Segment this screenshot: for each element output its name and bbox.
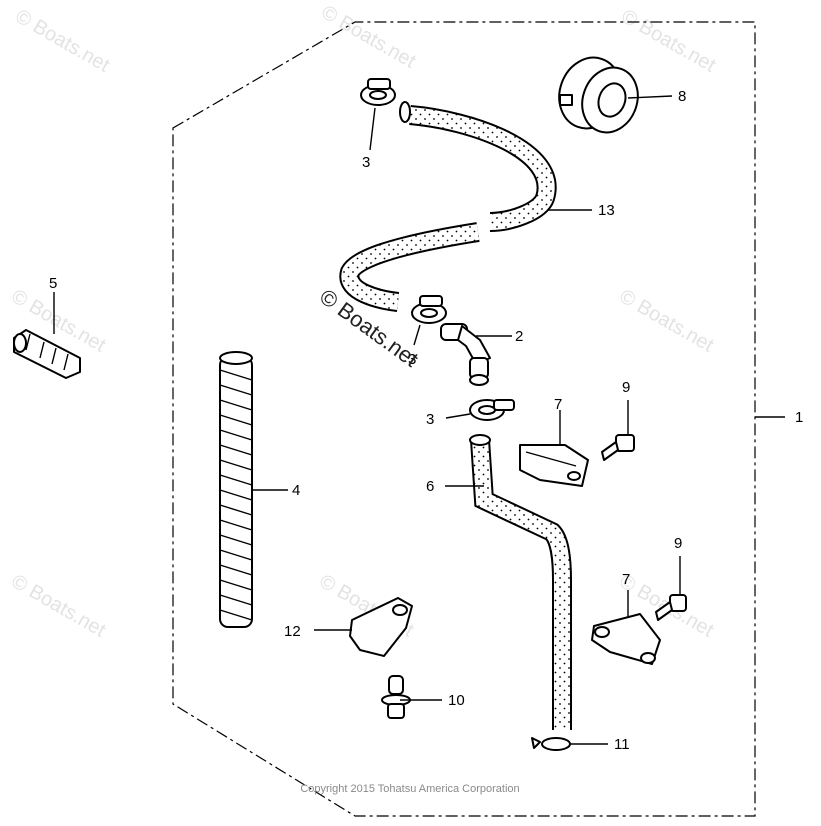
callout-4: 4 xyxy=(292,482,300,499)
callout-8: 8 xyxy=(678,88,686,105)
clamp-3-lower xyxy=(469,399,515,421)
hose-13 xyxy=(339,101,557,312)
leader-lines xyxy=(53,95,785,745)
hose-6 xyxy=(469,434,572,730)
callout-3-lower: 3 xyxy=(426,411,434,428)
callout-5: 5 xyxy=(49,275,57,292)
watermark-text: © Boats.net xyxy=(616,285,718,357)
clip-11 xyxy=(531,737,571,751)
watermark-text: © Boats.net xyxy=(618,5,720,77)
callout-9-upper: 9 xyxy=(622,379,630,396)
spiral-protector-4 xyxy=(219,351,253,628)
callout-7-lower: 7 xyxy=(622,571,630,588)
watermark-text: © Boats.net xyxy=(12,5,114,77)
elbow-joint-2 xyxy=(440,323,491,386)
callout-6: 6 xyxy=(426,478,434,495)
grommet-8 xyxy=(558,56,639,134)
clamp-7-lower xyxy=(591,613,661,665)
watermark-text: © Boats.net xyxy=(8,570,110,642)
joint-5 xyxy=(13,329,81,379)
bolt-9-upper xyxy=(601,434,635,461)
callout-10: 10 xyxy=(448,692,465,709)
clamp-3-top xyxy=(360,78,396,106)
clip-10 xyxy=(381,675,411,719)
callout-2: 2 xyxy=(515,328,523,345)
callout-9-lower: 9 xyxy=(674,535,682,552)
callout-7-upper: 7 xyxy=(554,396,562,413)
callout-11: 11 xyxy=(614,736,630,753)
callout-3-middle: 3 xyxy=(408,351,416,368)
clamp-3-middle xyxy=(411,295,447,324)
callout-3-top: 3 xyxy=(362,154,370,171)
bolt-9-lower xyxy=(655,594,687,621)
clip-12 xyxy=(349,597,413,657)
callout-1: 1 xyxy=(795,409,803,426)
kit-boundary-outline xyxy=(172,21,756,817)
clamp-7-upper xyxy=(519,444,589,487)
callout-numbers: 1 2 3 3 3 4 5 6 7 7 8 9 9 10 11 12 13 xyxy=(49,88,803,753)
callout-12: 12 xyxy=(284,623,301,640)
callout-13: 13 xyxy=(598,202,615,219)
copyright-notice: Copyright 2015 Tohatsu America Corporati… xyxy=(300,783,519,795)
watermark-text: © Boats.net xyxy=(318,1,420,73)
